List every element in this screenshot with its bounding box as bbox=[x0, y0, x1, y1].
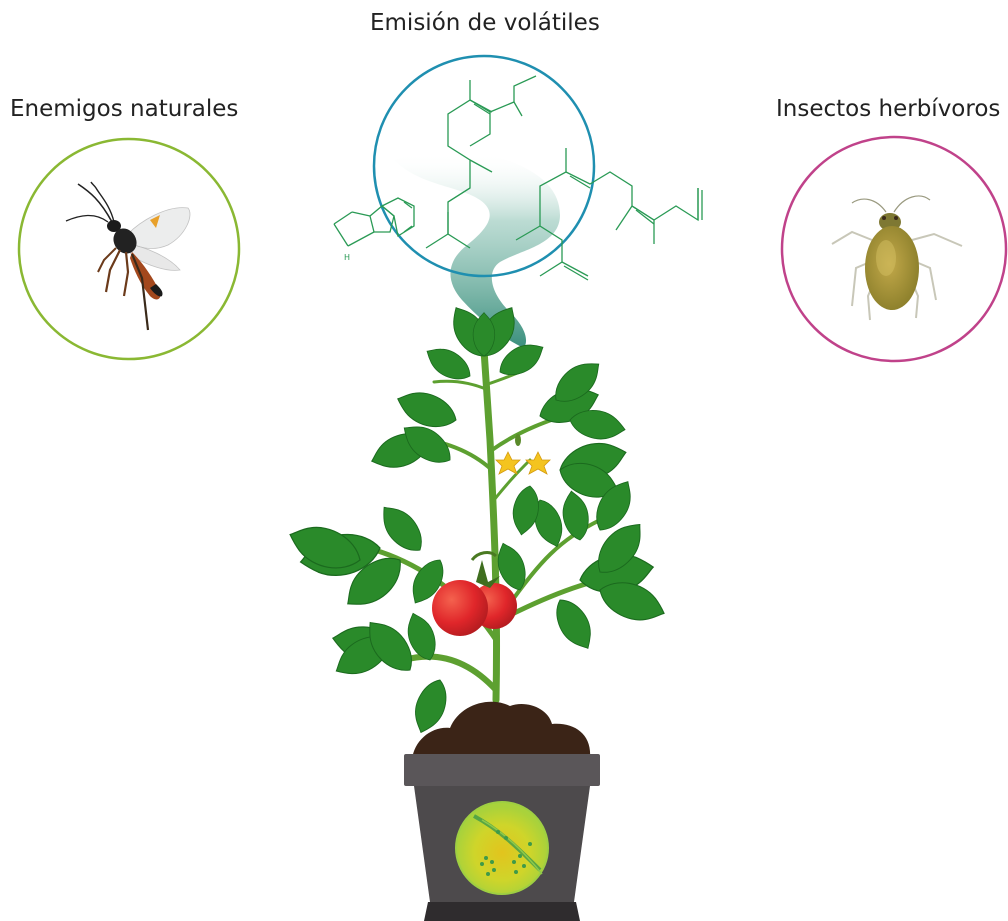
tomato-fruit-front bbox=[432, 580, 488, 636]
tomato-plant bbox=[284, 301, 670, 760]
herbivorous-insects-group bbox=[782, 137, 1006, 361]
natural-enemies-group bbox=[19, 139, 239, 359]
pot-rim bbox=[404, 754, 600, 786]
soil-microbiome-disk bbox=[456, 802, 548, 894]
flower-pot bbox=[404, 754, 600, 921]
volatiles-group: H bbox=[334, 56, 702, 348]
flower-2 bbox=[526, 452, 550, 474]
pot-base bbox=[424, 902, 580, 921]
indole-nitrogen-label: H bbox=[344, 253, 350, 262]
flower-1 bbox=[496, 452, 520, 474]
